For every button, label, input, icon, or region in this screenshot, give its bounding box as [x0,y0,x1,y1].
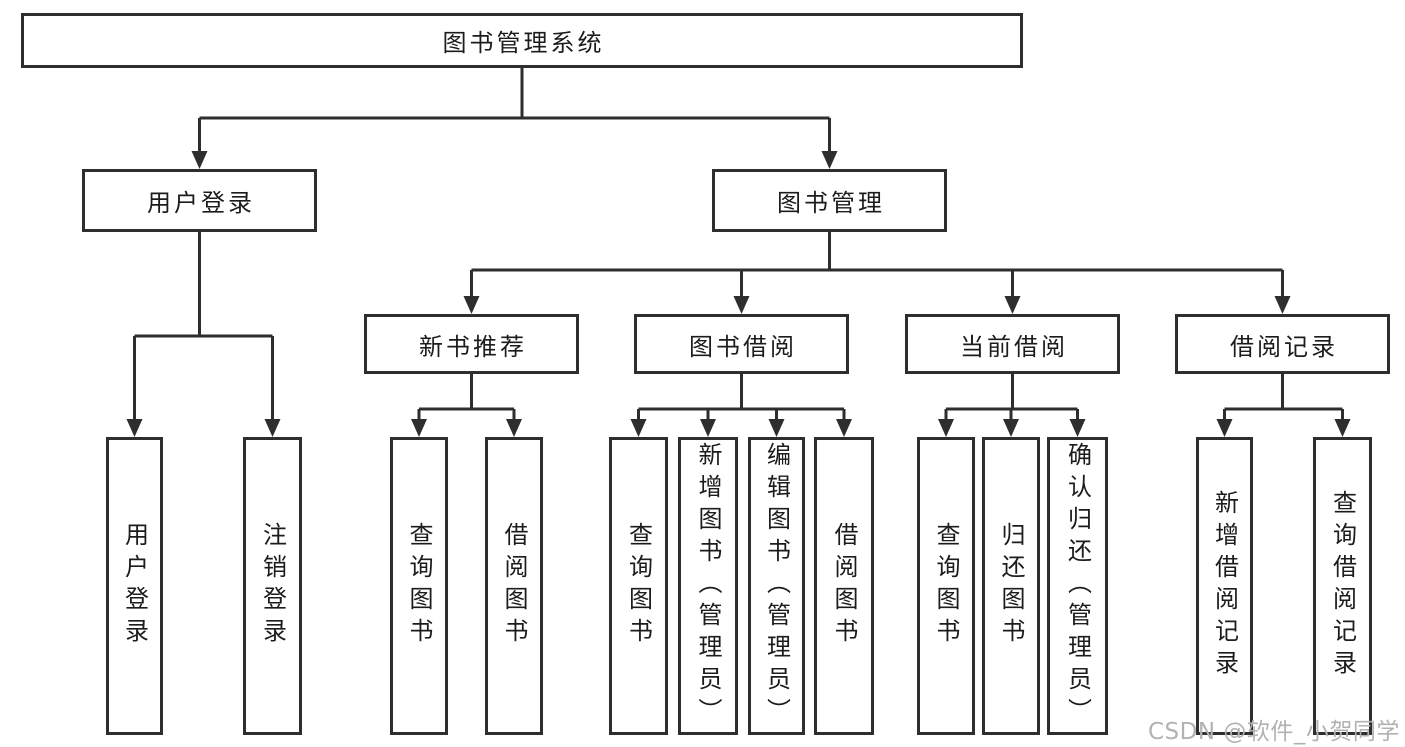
leaf-return-book: 归还图书 [982,437,1040,735]
leaf-add-book-admin-label: 新增图书（管理员） [694,442,722,730]
leaf-query-books-recommend-label: 查询图书 [405,522,433,650]
node-library-management-system-label: 图书管理系统 [442,29,605,57]
leaf-query-borrow-record: 查询借阅记录 [1313,437,1372,735]
node-user-login: 用户登录 [82,169,317,232]
leaf-add-borrow-record-label: 新增借阅记录 [1210,490,1239,682]
arrowhead-icons [126,151,1351,437]
leaf-borrow-books-borrowing: 借阅图书 [814,437,874,735]
leaf-add-borrow-record: 新增借阅记录 [1196,437,1253,735]
csdn-watermark: CSDN @软件_小贺同学 [1148,719,1400,745]
node-user-login-label: 用户登录 [147,189,255,217]
leaf-confirm-return-admin: 确认归还（管理员） [1047,437,1108,735]
node-borrowing-records-label: 借阅记录 [1230,332,1338,361]
leaf-user-login-label: 用户登录 [120,522,149,650]
node-library-management-system: 图书管理系统 [21,13,1023,68]
node-book-management: 图书管理 [712,169,947,232]
leaf-query-books-current-label: 查询图书 [932,522,960,650]
leaf-query-books-borrowing: 查询图书 [609,437,668,735]
leaf-query-books-current: 查询图书 [917,437,975,735]
leaf-logout-label: 注销登录 [258,522,287,650]
leaf-return-book-label: 归还图书 [997,522,1025,650]
leaf-user-login: 用户登录 [106,437,163,735]
node-current-borrowing-label: 当前借阅 [960,332,1068,361]
leaf-add-book-admin: 新增图书（管理员） [678,437,738,735]
leaf-edit-book-admin-label: 编辑图书（管理员） [762,442,791,730]
leaf-borrow-books-borrowing-label: 借阅图书 [830,522,858,650]
leaf-logout: 注销登录 [243,437,302,735]
node-borrowing-records: 借阅记录 [1175,314,1390,374]
node-book-borrowing: 图书借阅 [634,314,849,374]
node-new-book-recommend: 新书推荐 [364,314,579,374]
leaf-confirm-return-admin-label: 确认归还（管理员） [1063,442,1092,730]
node-current-borrowing: 当前借阅 [905,314,1120,374]
leaf-edit-book-admin: 编辑图书（管理员） [748,437,805,735]
leaf-borrow-books-recommend: 借阅图书 [485,437,543,735]
leaf-query-borrow-record-label: 查询借阅记录 [1328,490,1357,682]
leaf-query-books-borrowing-label: 查询图书 [624,522,653,650]
leaf-borrow-books-recommend-label: 借阅图书 [500,522,528,650]
leaf-query-books-recommend: 查询图书 [390,437,448,735]
node-book-management-label: 图书管理 [777,189,885,217]
node-new-book-recommend-label: 新书推荐 [419,332,527,361]
node-book-borrowing-label: 图书借阅 [689,332,797,361]
